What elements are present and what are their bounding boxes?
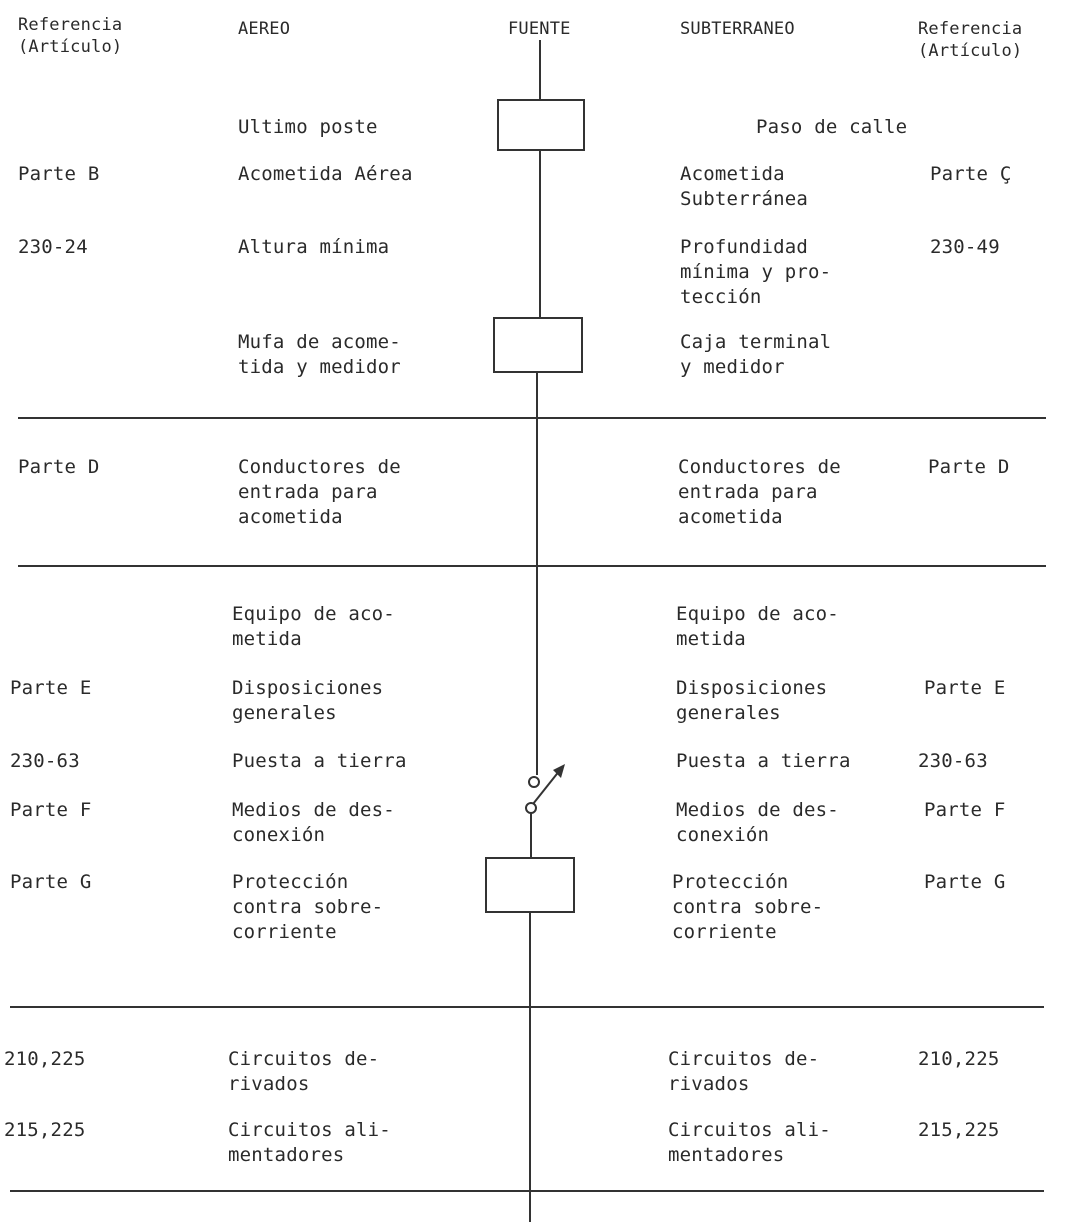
header-subterraneo: SUBTERRANEO bbox=[680, 19, 795, 39]
label-circuitos-derivados-left: Circuitos de- rivados bbox=[228, 1048, 380, 1095]
label-circuitos-derivados-right: Circuitos de- rivados bbox=[668, 1048, 820, 1095]
label-conductores-right: Conductores de entrada para acometida bbox=[678, 456, 841, 528]
ref-230-24: 230-24 bbox=[18, 236, 88, 258]
ref-parte-e-left: Parte E bbox=[10, 677, 92, 699]
switch-contact-top bbox=[528, 776, 540, 788]
label-circuitos-alimentadores-left: Circuitos ali- mentadores bbox=[228, 1119, 391, 1166]
label-disposiciones-right: Disposiciones generales bbox=[676, 677, 828, 724]
header-ref-right: Referencia (Artículo) bbox=[918, 19, 1023, 61]
label-ultimo-poste: Ultimo poste bbox=[238, 116, 378, 138]
ref-230-49: 230-49 bbox=[930, 236, 1000, 258]
label-proteccion-right: Protección contra sobre- corriente bbox=[672, 871, 824, 943]
divider-1 bbox=[18, 417, 1046, 419]
header-fuente: FUENTE bbox=[508, 19, 571, 39]
label-proteccion-left: Protección contra sobre- corriente bbox=[232, 871, 384, 943]
header-aereo: AEREO bbox=[238, 19, 291, 39]
label-medios-left: Medios de des- conexión bbox=[232, 799, 395, 846]
ref-parte-b: Parte B bbox=[18, 163, 100, 185]
label-profundidad-minima: Profundidad mínima y pro- tección bbox=[680, 236, 832, 308]
ref-230-63-right: 230-63 bbox=[918, 750, 988, 772]
box-ultimo-poste bbox=[497, 99, 585, 151]
label-puesta-tierra-left: Puesta a tierra bbox=[232, 750, 407, 772]
ref-parte-d-right: Parte D bbox=[928, 456, 1010, 478]
switch-contact-bottom bbox=[525, 802, 537, 814]
ref-215-225-right: 215,225 bbox=[918, 1119, 1000, 1141]
ref-parte-f-left: Parte F bbox=[10, 799, 92, 821]
switch-blade bbox=[532, 769, 561, 805]
box-medidor bbox=[493, 317, 583, 373]
divider-3 bbox=[10, 1006, 1044, 1008]
label-mufa: Mufa de acome- tida y medidor bbox=[238, 331, 401, 378]
label-caja-terminal: Caja terminal y medidor bbox=[680, 331, 832, 378]
label-conductores-left: Conductores de entrada para acometida bbox=[238, 456, 401, 528]
divider-4 bbox=[10, 1190, 1044, 1192]
label-equipo-right: Equipo de aco- metida bbox=[676, 603, 839, 650]
ref-parte-f-right: Parte F bbox=[924, 799, 1006, 821]
label-equipo-left: Equipo de aco- metida bbox=[232, 603, 395, 650]
ref-parte-g-left: Parte G bbox=[10, 871, 92, 893]
label-medios-right: Medios de des- conexión bbox=[676, 799, 839, 846]
header-ref-left: Referencia (Artículo) bbox=[18, 15, 123, 57]
label-disposiciones-left: Disposiciones generales bbox=[232, 677, 384, 724]
ref-parte-d-left: Parte D bbox=[18, 456, 100, 478]
label-altura-minima: Altura mínima bbox=[238, 236, 390, 258]
ref-parte-g-right: Parte G bbox=[924, 871, 1006, 893]
ref-215-225-left: 215,225 bbox=[4, 1119, 86, 1141]
ref-parte-e-right: Parte E bbox=[924, 677, 1006, 699]
divider-2 bbox=[18, 565, 1046, 567]
ref-210-225-left: 210,225 bbox=[4, 1048, 86, 1070]
box-proteccion bbox=[485, 857, 575, 913]
label-acometida-subterranea: Acometida Subterránea bbox=[680, 163, 809, 210]
ref-230-63-left: 230-63 bbox=[10, 750, 80, 772]
ref-210-225-right: 210,225 bbox=[918, 1048, 1000, 1070]
label-circuitos-alimentadores-right: Circuitos ali- mentadores bbox=[668, 1119, 831, 1166]
label-paso-calle: Paso de calle bbox=[756, 116, 908, 138]
label-acometida-aerea: Acometida Aérea bbox=[238, 163, 413, 185]
ref-parte-c: Parte Ç bbox=[930, 163, 1012, 185]
switch-arrowhead bbox=[553, 764, 565, 778]
label-puesta-tierra-right: Puesta a tierra bbox=[676, 750, 851, 772]
